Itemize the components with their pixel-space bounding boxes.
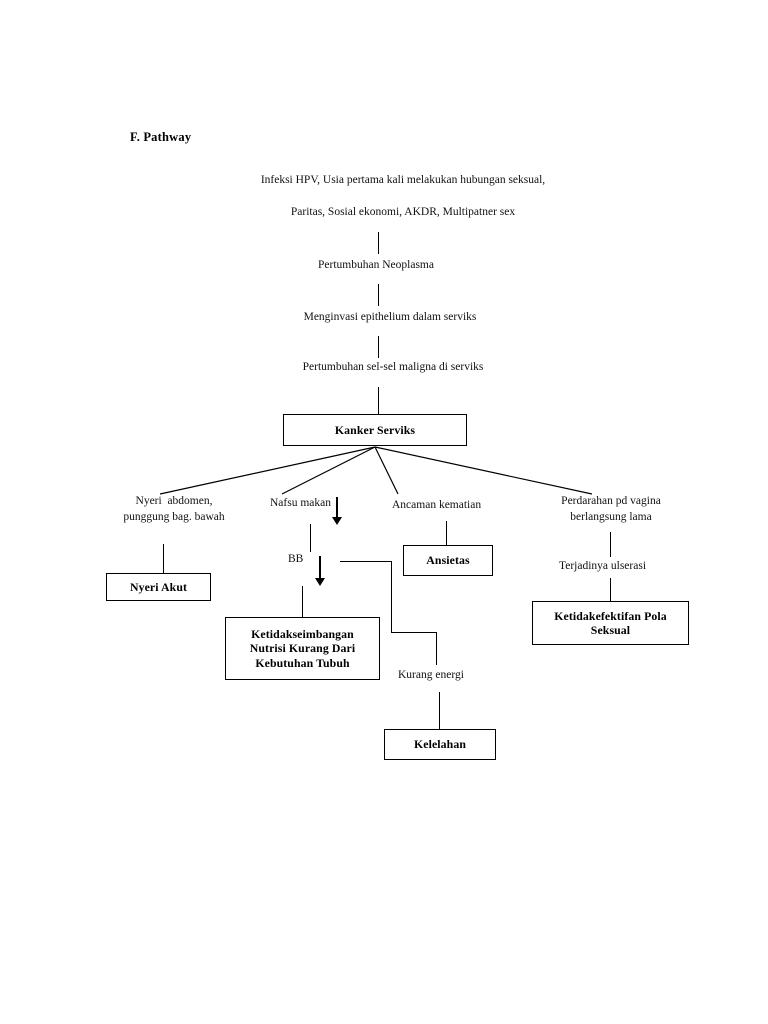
stage-2-text: Menginvasi epithelium dalam serviks <box>303 311 477 323</box>
stage-3-text: Pertumbuhan sel-sel maligna di serviks <box>302 361 484 373</box>
page-section-heading: F. Pathway <box>130 130 192 144</box>
connector-stage3-to-central-box <box>378 387 380 414</box>
etiology-line-1: Infeksi HPV, Usia pertama kali melakukan… <box>260 174 546 186</box>
connector-bb-elbow-horizontal-bottom <box>391 632 437 634</box>
diagnosis-box-nyeri-akut: Nyeri Akut <box>106 573 211 601</box>
connector-elbow-to-kurang-energi <box>436 632 438 665</box>
branch-bleeding-label-line1: Perdarahan pd vagina <box>561 495 661 507</box>
connector-bb-elbow-vertical <box>391 561 393 633</box>
branch-bleeding-label: Perdarahan pd vagina berlangsung lama <box>540 493 682 525</box>
branch-death-threat-label: Ancaman kematian <box>392 499 482 511</box>
branch-pain-label-line2: punggung bag. bawah <box>123 511 225 523</box>
connector-etiology-to-stage1 <box>378 232 380 254</box>
stage-1-text: Pertumbuhan Neoplasma <box>318 259 434 271</box>
central-diagnosis-box-kanker-serviks: Kanker Serviks <box>283 414 467 446</box>
branch-bleeding-label-line2: berlangsung lama <box>570 511 652 523</box>
connector-bleeding-to-ulserasi <box>610 532 612 557</box>
connector-death-threat-to-ansietas <box>446 521 448 545</box>
branch-weight-label: BB <box>288 553 304 565</box>
branch-bleeding-intermediate-label: Terjadinya ulserasi <box>559 560 647 572</box>
connector-ulserasi-to-pola-seksual <box>610 578 612 601</box>
diagnosis-box-ketidakseimbangan-nutrisi: Ketidakseimbangan Nutrisi Kurang Dari Ke… <box>225 617 380 680</box>
connector-stage2-to-stage3 <box>378 336 380 358</box>
branch-energy-label: Kurang energi <box>398 669 464 681</box>
diagnosis-box-ansietas: Ansietas <box>403 545 493 576</box>
connector-pain-to-nyeri-akut <box>163 544 165 573</box>
line-to-bleeding <box>374 446 593 495</box>
diagnosis-box-kelelahan: Kelelahan <box>384 729 496 760</box>
arrow-down-icon-weight <box>314 556 326 586</box>
connector-bb-elbow-horizontal-top <box>340 561 392 563</box>
connector-appetite-to-bb <box>310 524 312 552</box>
line-to-pain <box>159 446 376 495</box>
connector-stage1-to-stage2 <box>378 284 380 306</box>
connector-bb-to-nutrisi-box <box>302 586 304 617</box>
branch-pain-label: Nyeri abdomen, punggung bag. bawah <box>104 493 244 525</box>
line-to-appetite <box>281 446 376 495</box>
arrow-down-icon-appetite <box>331 497 343 525</box>
line-to-death-threat <box>374 446 399 495</box>
branch-pain-label-line1: Nyeri abdomen, <box>135 495 213 507</box>
connector-kurang-energi-to-kelelahan <box>439 692 441 729</box>
branch-appetite-label: Nafsu makan <box>270 497 331 509</box>
diagnosis-box-ketidakefektifan-pola-seksual: Ketidakefektifan Pola Seksual <box>532 601 689 645</box>
etiology-line-2: Paritas, Sosial ekonomi, AKDR, Multipatn… <box>290 206 516 218</box>
